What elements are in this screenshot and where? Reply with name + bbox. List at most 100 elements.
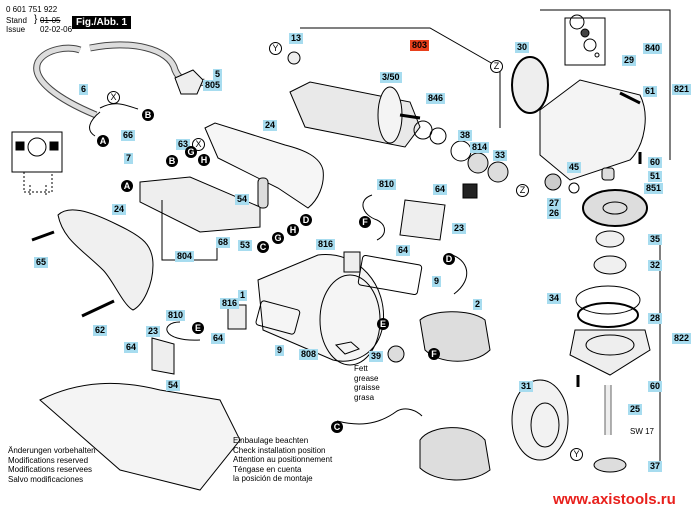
part-label-64: 64 bbox=[124, 342, 139, 353]
ref-marker-z: Z bbox=[490, 60, 503, 73]
part-label-9: 9 bbox=[432, 276, 442, 287]
installation-line: Téngase en cuenta bbox=[233, 464, 302, 474]
bearing-33 bbox=[487, 161, 509, 183]
ref-marker-b: B bbox=[166, 155, 178, 167]
part-label-13: 13 bbox=[289, 33, 304, 44]
modifications-line: Salvo modificaciones bbox=[8, 474, 84, 484]
watermark-link[interactable]: www.axistools.ru bbox=[553, 491, 676, 508]
bracket-803 bbox=[300, 27, 501, 128]
bearing-814 bbox=[467, 152, 489, 174]
part-label-24: 24 bbox=[112, 204, 127, 215]
installation-line: la posición de montaje bbox=[233, 474, 313, 483]
pinion-30 bbox=[511, 56, 549, 114]
bearing-39 bbox=[387, 345, 405, 363]
figure-label: Fig./Abb. 1 bbox=[72, 16, 132, 29]
armature bbox=[289, 81, 421, 148]
wire-810-left bbox=[166, 321, 201, 341]
capacitor-54 bbox=[257, 177, 269, 209]
ref-marker-e: E bbox=[377, 318, 389, 330]
part-label-62: 62 bbox=[93, 325, 108, 336]
screw-65 bbox=[31, 230, 55, 242]
bearing-32 bbox=[593, 255, 627, 275]
ref-marker-a: A bbox=[97, 135, 109, 147]
grease-line: Fett bbox=[354, 364, 368, 373]
part-label-808: 808 bbox=[299, 349, 319, 360]
gear-housing bbox=[539, 79, 646, 181]
bearing-cover-31 bbox=[511, 379, 569, 461]
part-label-66: 66 bbox=[121, 130, 136, 141]
cord-plug bbox=[174, 69, 204, 95]
part-label-816: 816 bbox=[316, 239, 336, 250]
ring-38 bbox=[450, 140, 472, 162]
ref-marker-x: X bbox=[107, 91, 120, 104]
o-ring-28 bbox=[577, 302, 639, 328]
part-label-64: 64 bbox=[433, 184, 448, 195]
part-label-25: 25 bbox=[628, 404, 643, 415]
part-label-816: 816 bbox=[220, 298, 240, 309]
ref-marker-h: H bbox=[198, 154, 210, 166]
part-label-51: 51 bbox=[648, 171, 663, 182]
part-label-822: 822 bbox=[672, 333, 692, 344]
stand-value: 01-05 bbox=[40, 16, 61, 25]
part-label-810: 810 bbox=[166, 310, 186, 321]
part-label-810: 810 bbox=[377, 179, 397, 190]
part-label-64: 64 bbox=[211, 333, 226, 344]
ref-marker-c: C bbox=[331, 421, 343, 433]
schematic-box bbox=[11, 131, 63, 173]
wrench-size-label: SW 17 bbox=[630, 427, 655, 436]
part-label-37: 37 bbox=[648, 461, 663, 472]
ref-marker-y: Y bbox=[570, 448, 583, 461]
cover-23-right bbox=[399, 199, 446, 241]
cord-wire-b bbox=[99, 103, 139, 110]
part-label-30: 30 bbox=[515, 42, 530, 53]
ref-marker-y: Y bbox=[269, 42, 282, 55]
bearing-13 bbox=[287, 51, 301, 65]
installation-line: Einbaulage beachten bbox=[233, 436, 309, 445]
ref-marker-c: C bbox=[257, 241, 269, 253]
part-label-23: 23 bbox=[452, 223, 467, 234]
wire-810-right bbox=[362, 194, 385, 241]
auxiliary-handle bbox=[57, 209, 154, 311]
cord-wire-a bbox=[89, 111, 101, 137]
ref-marker-a: A bbox=[121, 180, 133, 192]
part-label-23: 23 bbox=[146, 326, 161, 337]
installation-line: Attention au positionnement bbox=[233, 455, 333, 464]
switch-block bbox=[139, 176, 261, 233]
brace: } bbox=[34, 14, 38, 25]
ref-marker-z: Z bbox=[516, 184, 529, 197]
part-label-805: 805 bbox=[203, 80, 223, 91]
ref-marker-h: H bbox=[287, 224, 299, 236]
part-label-54: 54 bbox=[235, 194, 250, 205]
ref-marker-e: E bbox=[192, 322, 204, 334]
label-808 bbox=[334, 341, 360, 355]
part-label-64: 64 bbox=[396, 245, 411, 256]
part-label-68: 68 bbox=[216, 237, 231, 248]
installation-line: Check installation position bbox=[233, 445, 326, 455]
part-label-7: 7 bbox=[124, 153, 134, 164]
modifications-line: Änderungen vorbehalten bbox=[8, 446, 96, 455]
installation-note: Einbaulage beachten Check installation p… bbox=[233, 436, 332, 484]
knob-840 bbox=[569, 14, 585, 30]
part-label-26: 26 bbox=[547, 208, 562, 219]
ref-marker-f: F bbox=[428, 348, 440, 360]
bearing-flange bbox=[569, 329, 651, 376]
field-coil-lower bbox=[419, 427, 491, 481]
part-label-6: 6 bbox=[79, 84, 89, 95]
bearing-35 bbox=[595, 230, 625, 248]
part-label-45: 45 bbox=[567, 162, 582, 173]
ref-marker-g: G bbox=[185, 146, 197, 158]
gasket-9-left bbox=[255, 300, 301, 335]
grease-line: graisse bbox=[354, 383, 380, 392]
part-label-5: 5 bbox=[213, 69, 223, 80]
part-label-3-50: 3/50 bbox=[380, 72, 402, 83]
ref-marker-d: D bbox=[443, 253, 455, 265]
part-label-803: 803 bbox=[410, 40, 430, 51]
grease-line: grasa bbox=[354, 392, 375, 402]
modifications-note: Änderungen vorbehalten Modifications res… bbox=[8, 446, 96, 484]
part-label-33: 33 bbox=[493, 150, 508, 161]
pinion-27 bbox=[544, 173, 562, 191]
wire-C bbox=[336, 408, 423, 425]
bracket-821 bbox=[540, 9, 671, 160]
